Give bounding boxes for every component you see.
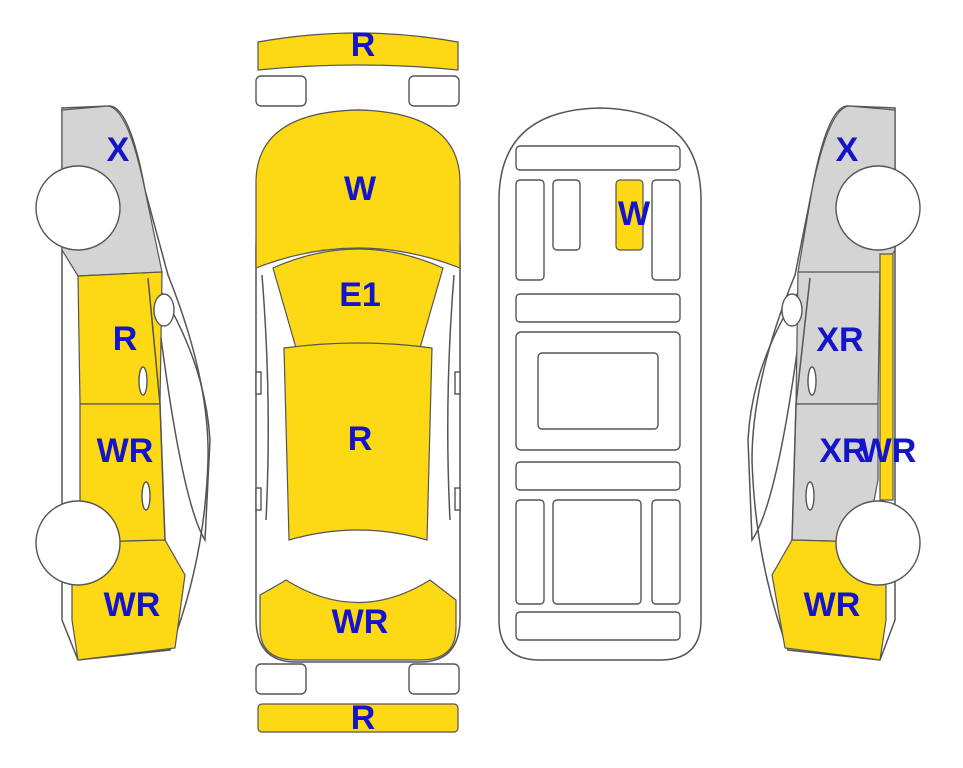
front-bumper-panel[interactable] — [257, 32, 459, 71]
right-front-wheel — [835, 165, 921, 251]
middle-floor-inner — [537, 352, 659, 430]
front-bumper-label: R — [351, 26, 376, 64]
right-rear-quarter-label: WR — [804, 586, 861, 624]
right-rear-door-label: XR — [819, 432, 866, 470]
left-front-footwell — [515, 179, 545, 281]
rear-bumper-panel[interactable] — [257, 703, 459, 733]
left-rear-handle — [141, 481, 151, 511]
interior-view — [498, 107, 702, 661]
trunk-panel[interactable] — [259, 579, 457, 661]
right-glass — [747, 281, 806, 543]
right-front-footwell — [651, 179, 681, 281]
rear-seat-row — [515, 461, 681, 491]
roof-panel[interactable] — [283, 342, 433, 541]
front-seat-row — [515, 293, 681, 323]
hood-label: W — [344, 170, 377, 208]
right-mirror-stub-1 — [454, 371, 461, 395]
left-rear-door-label: WR — [97, 432, 154, 470]
left-front-handle — [138, 366, 148, 396]
right-rear-wheel — [835, 500, 921, 586]
right-rear-handle — [805, 481, 815, 511]
interior-outline — [498, 107, 702, 661]
dashboard-block — [515, 145, 681, 171]
right-rear-footwell — [651, 499, 681, 605]
right-rocker-label: WR — [860, 432, 917, 470]
damage-labels: R W E1 R WR R W X R WR WR X XR XR WR WR — [97, 26, 917, 737]
right-side-windows — [447, 274, 455, 521]
mirror-left-rear — [255, 663, 307, 695]
left-front-fender-label: X — [107, 131, 130, 169]
left-side-view — [35, 105, 211, 661]
windshield-label: E1 — [339, 276, 381, 314]
mirror-right-front — [408, 75, 460, 107]
rear-bumper-label: R — [351, 699, 376, 737]
hood-panel[interactable] — [255, 109, 461, 269]
left-mirror — [153, 293, 175, 327]
left-mirror-stub-1 — [255, 371, 262, 395]
left-rear-quarter-label: WR — [104, 586, 161, 624]
left-b-pillar — [147, 277, 166, 541]
left-side-windows — [261, 274, 269, 521]
right-mirror — [781, 293, 803, 327]
center-console-panel[interactable] — [615, 179, 644, 251]
right-rocker-panel[interactable] — [879, 253, 894, 501]
left-front-wheel — [35, 165, 121, 251]
right-b-pillar — [791, 277, 811, 541]
top-view — [255, 32, 461, 733]
right-front-fender-label: X — [836, 131, 859, 169]
left-rear-wheel — [35, 500, 121, 586]
left-front-seat — [552, 179, 581, 251]
right-front-door-label: XR — [816, 321, 863, 359]
left-mirror-stub-2 — [255, 487, 262, 511]
mirror-left-front — [255, 75, 307, 107]
roof-label: R — [348, 420, 373, 458]
interior-label: W — [618, 195, 651, 233]
trunk-floor — [515, 611, 681, 641]
rear-center-floor — [552, 499, 642, 605]
right-mirror-stub-2 — [454, 487, 461, 511]
left-body-outline — [61, 105, 209, 661]
left-front-door-label: R — [113, 320, 138, 358]
right-front-handle — [807, 366, 817, 396]
left-rear-footwell — [515, 499, 545, 605]
mirror-right-rear — [408, 663, 460, 695]
left-glass — [154, 281, 211, 543]
right-body-outline — [751, 105, 896, 661]
right-side-view — [747, 105, 921, 661]
trunk-label: WR — [332, 603, 389, 641]
